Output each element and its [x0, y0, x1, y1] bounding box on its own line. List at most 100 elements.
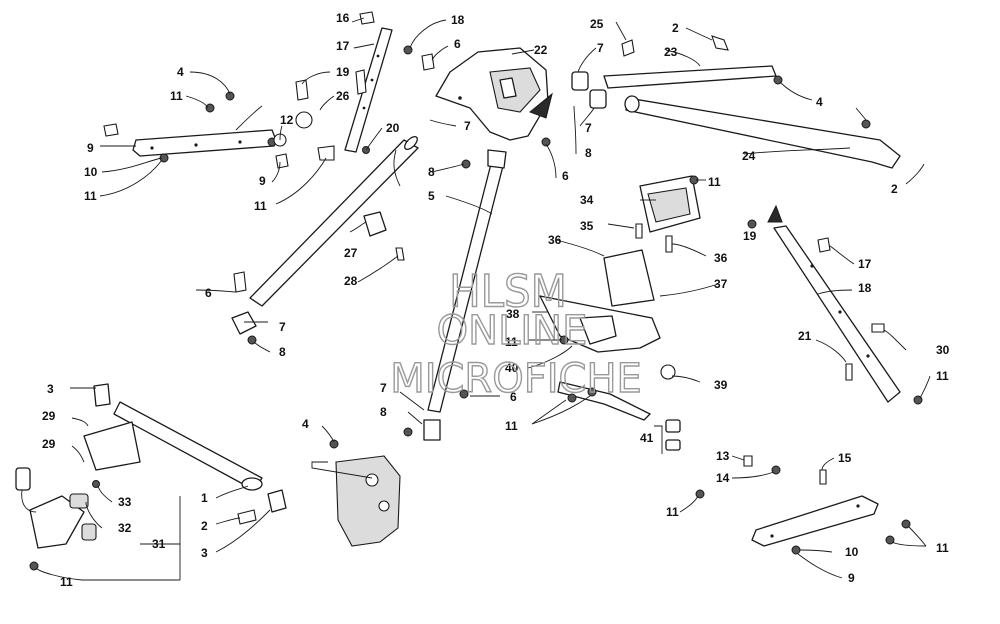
callout: 21	[798, 329, 812, 343]
callout: 13	[716, 449, 730, 463]
callout: 6	[205, 286, 212, 300]
callout: 18	[858, 281, 872, 295]
callout: 37	[714, 277, 728, 291]
callout: 28	[344, 274, 358, 288]
callout: 38	[506, 307, 520, 321]
callout-labels: 1 2 2 2 3 3 4 4 4 5 6 6 6 6 7 7 7 7 7 8 …	[42, 11, 950, 589]
part-actuator-motor	[15, 467, 97, 549]
part-arrow-marker-top	[529, 92, 553, 119]
callout: 34	[580, 193, 594, 207]
callout: 32	[118, 521, 132, 535]
callout: 7	[380, 381, 387, 395]
callout: 2	[891, 182, 898, 196]
callout: 11	[254, 199, 267, 213]
callout: 25	[590, 17, 604, 31]
callout: 12	[280, 113, 294, 127]
part-pedal-linkage	[557, 364, 676, 421]
callout: 19	[336, 65, 350, 79]
callout: 35	[580, 219, 594, 233]
callout: 11	[170, 89, 183, 103]
callout: 18	[451, 13, 465, 27]
callout: 10	[84, 165, 98, 179]
hardware-fasteners	[29, 11, 923, 571]
callout: 3	[201, 546, 208, 560]
callout: 33	[118, 495, 132, 509]
part-bushing-28	[363, 211, 387, 237]
callout: 29	[42, 409, 56, 423]
callout: 24	[742, 149, 756, 163]
part-right-vertical-strut	[773, 225, 901, 403]
callout: 14	[716, 471, 730, 485]
callout: 19	[743, 229, 757, 243]
part-engine-block	[335, 455, 401, 547]
callout: 22	[534, 43, 548, 57]
part-upper-right-tube-25	[624, 95, 901, 169]
callout: 41	[640, 431, 654, 445]
callout: 30	[936, 343, 950, 357]
part-lower-right-brace	[751, 495, 879, 547]
callout: 9	[87, 141, 94, 155]
callout: 11	[505, 335, 518, 349]
callout: 7	[585, 121, 592, 135]
callout: 11	[708, 175, 721, 189]
callout: 2	[201, 519, 208, 533]
callout: 10	[845, 545, 859, 559]
callout: 6	[454, 37, 461, 51]
part-diagonal-tube-left	[231, 135, 419, 335]
callout: 2	[672, 21, 679, 35]
callout: 8	[428, 165, 435, 179]
leader-lines	[35, 17, 931, 581]
callout: 27	[344, 246, 358, 260]
callout: 11	[505, 419, 518, 433]
part-actuator-bracket	[83, 421, 141, 471]
callout: 7	[464, 119, 471, 133]
callout: 1	[201, 491, 208, 505]
callout: 9	[259, 174, 266, 188]
callout: 20	[386, 121, 400, 135]
callout: 17	[336, 39, 350, 53]
part-arrow-marker-right	[767, 204, 783, 223]
callout: 36	[548, 233, 562, 247]
part-mount-bracket	[539, 295, 661, 353]
part-upper-left-brace	[132, 129, 277, 157]
part-fitting-42	[665, 419, 681, 451]
part-control-module	[639, 175, 701, 233]
callout: 4	[816, 95, 823, 109]
callout: 6	[562, 169, 569, 183]
callout: 11	[936, 541, 949, 555]
callout: 23	[664, 45, 678, 59]
callout: 26	[336, 89, 350, 103]
callout: 16	[336, 11, 350, 25]
callout: 8	[585, 146, 592, 160]
callout: 11	[84, 189, 97, 203]
callout: 6	[510, 390, 517, 404]
callout: 7	[597, 41, 604, 55]
callout: 7	[279, 320, 286, 334]
callout: 36	[714, 251, 728, 265]
callout: 17	[858, 257, 872, 271]
callout: 5	[428, 189, 435, 203]
callout: 4	[177, 65, 184, 79]
callout: 4	[302, 417, 309, 431]
callout: 40	[505, 361, 519, 375]
callout: 11	[666, 505, 679, 519]
part-upper-right-tube-24	[603, 65, 777, 89]
part-clamp-3	[93, 383, 287, 513]
callout: 11	[936, 369, 949, 383]
callout: 8	[380, 405, 387, 419]
part-vertical-strut-left	[344, 27, 393, 153]
callout: 3	[47, 382, 54, 396]
part-module-bracket	[603, 249, 655, 307]
callout: 29	[42, 437, 56, 451]
part-upper-housing	[435, 47, 549, 141]
callout: 8	[279, 345, 286, 359]
callout: 15	[838, 451, 852, 465]
callout: 11	[60, 575, 73, 589]
part-plugs	[571, 71, 607, 109]
part-center-tube	[423, 149, 507, 441]
part-lower-left-tube	[113, 401, 263, 491]
callout: 31	[152, 537, 166, 551]
callout: 9	[848, 571, 855, 585]
callout: 39	[714, 378, 728, 392]
